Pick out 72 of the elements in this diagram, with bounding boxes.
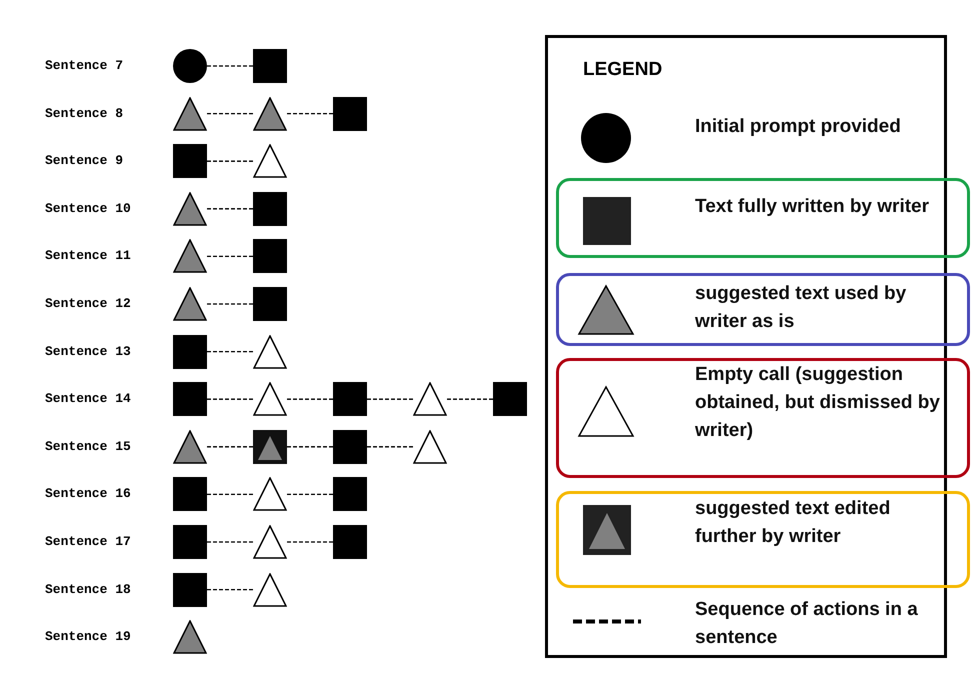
dashed-connector <box>367 398 413 400</box>
sentence-label: Sentence 16 <box>45 486 132 502</box>
dashed-connector <box>207 303 253 305</box>
outline-triangle-marker <box>253 382 287 416</box>
triangle-marker <box>173 239 207 274</box>
square-marker <box>173 525 207 559</box>
square-marker <box>173 572 207 607</box>
sentence-label: Sentence 13 <box>45 344 132 360</box>
triangle-marker <box>253 96 287 131</box>
outline-triangle-marker <box>253 144 287 178</box>
outline-triangle-marker <box>253 572 287 607</box>
outline-triangle-marker <box>253 477 287 512</box>
square-marker <box>333 382 367 416</box>
dashed-connector <box>287 446 333 448</box>
legend-title: LEGEND <box>583 59 662 81</box>
square-marker <box>333 430 367 464</box>
square-marker <box>253 287 287 321</box>
outline-triangle-marker <box>413 430 447 464</box>
square-marker <box>333 477 367 512</box>
triangle-marker <box>173 287 207 321</box>
dashed-connector <box>207 112 253 114</box>
dashed-connector <box>207 398 253 400</box>
dashed-connector <box>207 494 253 496</box>
dashed-connector <box>287 112 333 114</box>
legend-text: Empty call (suggestion obtained, but dismissed by writer) <box>695 363 941 443</box>
outline-triangle-marker <box>413 382 447 416</box>
sentence-label: Sentence 18 <box>45 582 132 598</box>
dashed-connector <box>207 208 253 210</box>
dashed-connector <box>207 541 253 543</box>
square-marker <box>333 525 367 559</box>
dashed-connector <box>287 541 333 543</box>
outline-triangle-marker <box>253 334 287 369</box>
dashed-connector <box>207 446 253 448</box>
square-marker <box>173 382 207 416</box>
square-marker <box>253 192 287 226</box>
sentence-label: Sentence 9 <box>45 153 124 170</box>
outline-triangle-marker <box>253 525 287 559</box>
triangle-marker <box>173 192 207 226</box>
dashed-connector <box>287 494 333 496</box>
dashed-connector <box>207 588 253 590</box>
dashed-connector <box>367 446 413 448</box>
square-marker <box>333 96 367 131</box>
sentence-label: Sentence 17 <box>45 534 132 550</box>
sentence-label: Sentence 8 <box>45 106 124 122</box>
sentence-label: Sentence 14 <box>45 391 132 408</box>
square-marker <box>173 334 207 369</box>
legend-text: suggested text edited further by writer <box>695 497 892 549</box>
triangle-marker <box>173 430 207 464</box>
circle-marker <box>173 49 207 83</box>
legend-text: Text fully written by writer <box>695 195 930 219</box>
dashed-connector <box>207 160 253 162</box>
dashed-connector <box>207 256 253 258</box>
sentence-label: Sentence 12 <box>45 296 132 312</box>
dashed-connector <box>447 398 493 400</box>
legend-text: Sequence of actions in a sentence <box>695 598 919 650</box>
sentence-label: Sentence 11 <box>45 248 132 264</box>
square-marker <box>173 477 207 512</box>
sentence-label: Sentence 10 <box>45 200 132 217</box>
sentence-label: Sentence 19 <box>45 629 132 646</box>
sentence-label: Sentence 7 <box>45 58 124 74</box>
dashed-connector <box>207 65 253 67</box>
square-marker <box>253 49 287 83</box>
square-marker <box>253 239 287 274</box>
dashed-connector <box>287 398 333 400</box>
triangle-marker <box>173 620 207 654</box>
square-marker <box>493 382 527 416</box>
triangle-marker <box>173 96 207 131</box>
sentence-label: Sentence 15 <box>45 438 132 455</box>
dashed-connector <box>207 350 253 352</box>
legend-text: suggested text used by writer as is <box>695 282 908 334</box>
legend-text: Initial prompt provided <box>695 115 902 139</box>
square-marker <box>173 144 207 178</box>
